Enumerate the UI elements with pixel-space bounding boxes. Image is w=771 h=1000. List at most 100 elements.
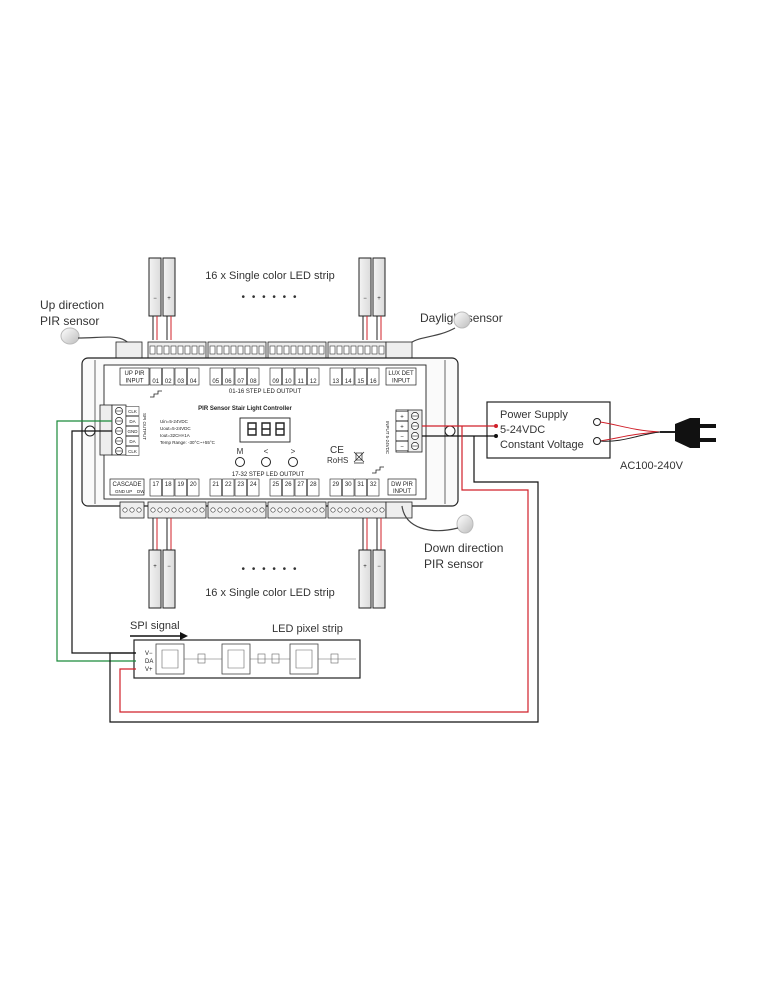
cascade-pin-label: UP	[126, 489, 132, 494]
bottom-channel-box	[307, 478, 320, 497]
bottom-left-led-strips: + −	[148, 549, 176, 609]
seven-segment-display	[239, 417, 291, 443]
top-channel-number: 10	[285, 379, 292, 385]
top-channel-box	[342, 367, 355, 386]
top-channel-box	[294, 367, 307, 386]
bottom-channel-box	[342, 478, 355, 497]
top-channel-number: 11	[298, 379, 305, 385]
spi-output-label: SPI OUTPUT	[142, 413, 147, 440]
bottom-channel-number: 17	[152, 482, 159, 488]
ac-voltage-label: AC100-240V	[620, 460, 684, 472]
top-channel-number: 08	[250, 379, 257, 385]
top-channel-number: 06	[225, 379, 232, 385]
top-channel-box	[187, 367, 200, 386]
stair-icon-bottom	[372, 466, 384, 474]
top-channel-number: 15	[357, 379, 364, 385]
top-channel-number: 04	[190, 379, 197, 385]
up-pir-input-label-1: UP PIR	[125, 371, 146, 377]
svg-text:−: −	[167, 564, 171, 570]
input-voltage-label: INPUT 5-24VDC	[385, 421, 390, 455]
bottom-channel-box	[354, 478, 367, 497]
bottom-channel-box	[222, 478, 235, 497]
svg-text:+: +	[377, 296, 381, 302]
spi-output-terminal	[99, 404, 127, 456]
input-pin-label: −	[400, 445, 404, 451]
svg-text:+: +	[363, 564, 367, 570]
top-channel-box	[307, 367, 320, 386]
bottom-channel-box	[329, 478, 342, 497]
svg-text:−: −	[153, 296, 157, 302]
bottom-channel-box	[282, 478, 295, 497]
top-channel-box	[222, 367, 235, 386]
top-channel-number: 07	[237, 379, 244, 385]
top-channel-number: 09	[272, 379, 279, 385]
top-output-label: 01-16 STEP LED OUTPUT	[229, 389, 302, 395]
bottom-channel-number: 32	[370, 482, 377, 488]
top-channel-box	[354, 367, 367, 386]
svg-text:Uout=5-24VDC: Uout=5-24VDC	[160, 426, 191, 431]
bottom-channel-number: 21	[212, 482, 219, 488]
top-channel-number: 14	[345, 379, 352, 385]
rohs-mark: RoHS	[327, 456, 348, 465]
power-supply	[486, 401, 611, 459]
dw-pir-label-1: DW PIR	[391, 482, 413, 488]
bottom-channel-number: 31	[357, 482, 364, 488]
spec-text: Uin=5-24VDC Uout=5-24VDC Iout=32CH×1A Te…	[160, 419, 216, 445]
up-pir-terminal	[115, 341, 143, 359]
bottom-terminal-block	[207, 501, 267, 519]
top-strip-wires	[152, 316, 382, 340]
input-pin-label: +	[400, 415, 404, 421]
pixel-pin-vplus: V+	[145, 667, 153, 673]
svg-text:+: +	[153, 564, 157, 570]
cascade-label: CASCADE	[112, 482, 141, 488]
bottom-channel-box	[149, 478, 162, 497]
top-channel-number: 03	[177, 379, 184, 385]
svg-text:Iout=32CH×1A: Iout=32CH×1A	[160, 433, 190, 438]
bottom-channel-box	[162, 478, 175, 497]
cascade-pin-label: GND	[115, 489, 126, 494]
svg-text:+: +	[167, 296, 171, 302]
dw-pir-terminal	[385, 501, 413, 519]
bottom-channel-number: 22	[225, 482, 232, 488]
spi-pin-label: CLK	[128, 409, 137, 414]
top-right-led-strips: − +	[358, 257, 386, 317]
top-terminal-block	[327, 341, 387, 359]
top-left-led-strips: − +	[148, 257, 176, 317]
bottom-channel-box	[234, 478, 247, 497]
psu-type: Constant Voltage	[500, 439, 584, 451]
bottom-channel-box	[187, 478, 200, 497]
button-m	[235, 457, 245, 467]
top-channel-box	[329, 367, 342, 386]
top-channel-box	[162, 367, 175, 386]
top-channel-box	[234, 367, 247, 386]
input-pin-label: −	[400, 435, 404, 441]
cascade-pin-label: DW	[137, 489, 145, 494]
bottom-channel-number: 24	[250, 482, 257, 488]
bottom-right-led-strips: + −	[358, 549, 386, 609]
bottom-channel-number: 18	[165, 482, 172, 488]
top-terminal-block	[147, 341, 207, 359]
lux-det-label-1: LUX DET	[388, 371, 414, 377]
top-terminal-block	[267, 341, 327, 359]
input-pin-label: +	[400, 425, 404, 431]
top-channel-box	[149, 367, 162, 386]
top-channel-box	[367, 367, 380, 386]
ac-plug	[599, 418, 716, 448]
spi-pin-label: DA	[129, 439, 135, 444]
button-next	[288, 457, 298, 467]
up-pir-label-2: PIR sensor	[40, 314, 99, 328]
bottom-channel-box	[174, 478, 187, 497]
bottom-channel-number: 29	[332, 482, 339, 488]
bottom-strip-wires	[152, 518, 382, 550]
bottom-channel-number: 19	[177, 482, 184, 488]
bottom-output-label: 17-32 STEP LED OUTPUT	[232, 472, 305, 478]
up-pir-label-1: Up direction	[40, 298, 104, 312]
weee-bin-icon	[353, 451, 365, 464]
down-pir-label-1: Down direction	[424, 541, 503, 555]
bottom-channel-number: 27	[297, 482, 304, 488]
cascade-terminal	[119, 501, 145, 519]
spi-pin-label: GND	[128, 429, 139, 434]
bottom-channel-number: 30	[345, 482, 352, 488]
bottom-channel-box	[367, 478, 380, 497]
